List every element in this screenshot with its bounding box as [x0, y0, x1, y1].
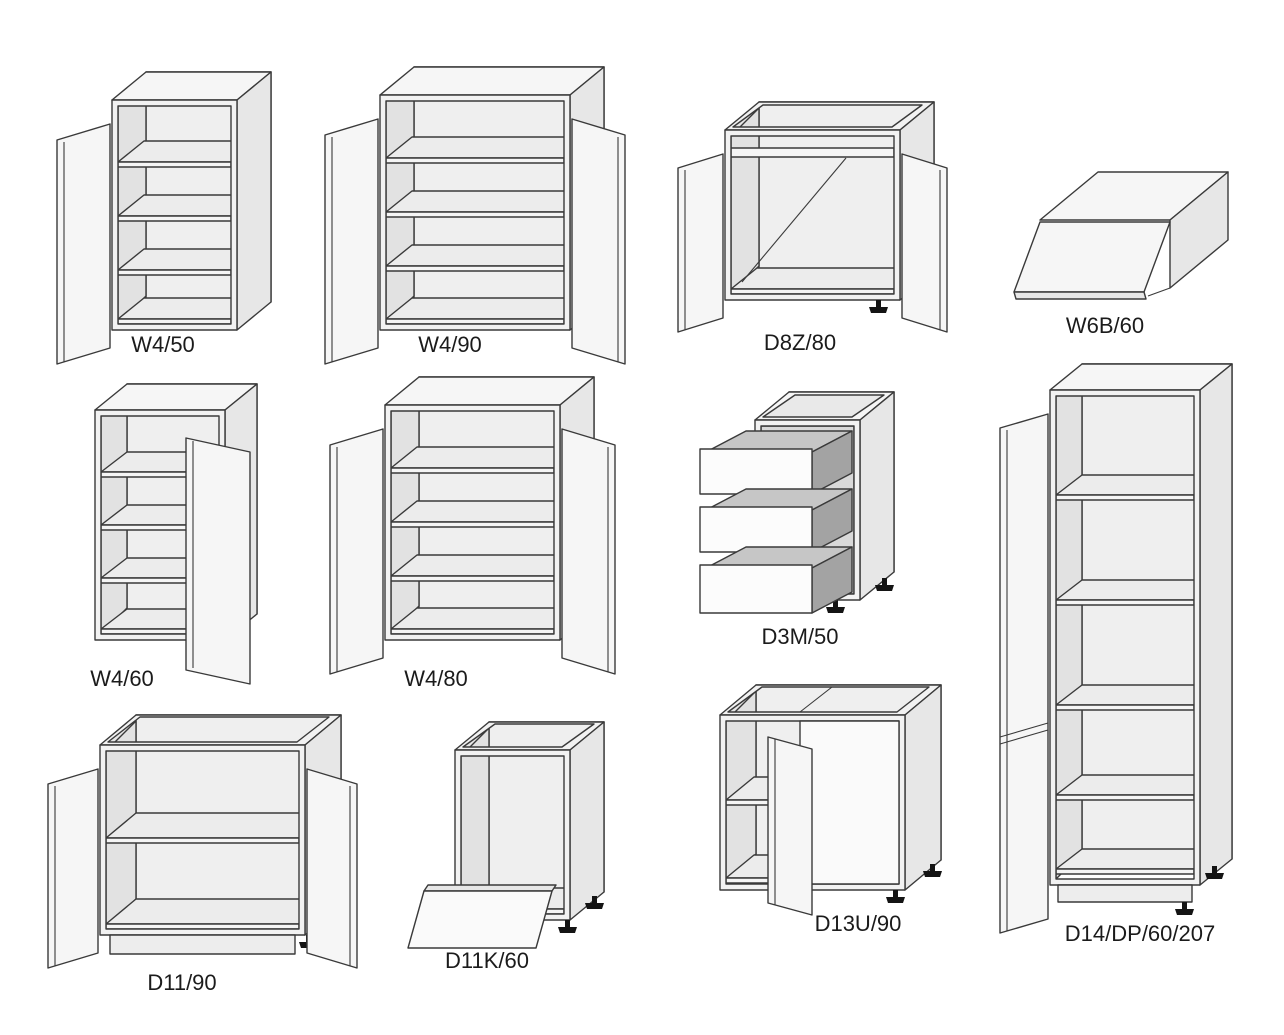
cabinet-w4-80: W4/80: [329, 376, 616, 691]
cabinet-d3m-50: D3M/50: [699, 391, 895, 649]
cabinet-d11-90-door-right: [306, 768, 358, 969]
cabinet-d11k-60-carcass: [454, 721, 605, 921]
cabinet-w4-90: W4/90: [324, 66, 626, 365]
cabinet-d13u-90-label: D13U/90: [815, 911, 902, 936]
cabinet-d14-dp-60-207: D14/DP/60/207: [999, 363, 1233, 946]
cabinet-d13u-90-blind-panel: [799, 720, 900, 885]
cabinet-d11k-60-label: D11K/60: [445, 948, 529, 973]
cabinet-d8z-80: D8Z/80: [677, 101, 948, 355]
cabinet-w6b-60: W6B/60: [1013, 171, 1229, 338]
cabinet-w6b-60-label: W6B/60: [1066, 313, 1144, 338]
cabinet-w4-80-door-right: [561, 428, 616, 675]
cabinet-w4-90-door-right: [571, 118, 626, 365]
cabinet-d11-90: D11/90: [47, 714, 358, 995]
cabinet-w4-90-carcass: [379, 66, 605, 331]
cabinet-d13u-90-carcass: [719, 684, 942, 891]
cabinet-d3m-50-drawer-2: [699, 488, 853, 553]
cabinet-d14-door: [999, 413, 1049, 934]
cabinet-d11k-60-front-panel: [407, 884, 557, 949]
cabinet-w4-60-label: W4/60: [90, 666, 154, 691]
cabinet-w4-60-door: [185, 437, 251, 685]
cabinet-w4-50-door: [56, 123, 111, 365]
cabinet-w4-50: W4/50: [56, 71, 272, 365]
cabinet-d13u-90-feet: [886, 864, 942, 903]
cabinet-w6b-60-flap-door: [1013, 221, 1171, 300]
cabinet-w4-50-label: W4/50: [131, 332, 195, 357]
cabinet-w6b-60-side: [1169, 171, 1229, 289]
cabinet-d11-90-carcass: [99, 714, 342, 955]
cabinet-d3m-50-drawer-3: [699, 546, 853, 614]
sink-rail: [730, 147, 895, 158]
cabinet-w4-80-door-left: [329, 428, 384, 675]
cabinet-d8z-80-label: D8Z/80: [764, 330, 836, 355]
cabinet-d3m-50-feet: [826, 578, 894, 613]
cabinet-d3m-50-label: D3M/50: [761, 624, 838, 649]
cabinet-d11k-60: D11K/60: [407, 721, 605, 973]
cabinet-d14-feet: [1175, 866, 1224, 915]
cabinet-d14-carcass: [1049, 363, 1233, 903]
cabinet-d13u-90-door: [767, 736, 813, 916]
cabinet-w4-60: W4/60: [90, 383, 258, 691]
sink-diagonal-mark: [741, 157, 847, 283]
cabinet-d3m-50-drawer-1: [699, 430, 853, 495]
cabinet-w4-90-door-left: [324, 118, 379, 365]
cabinet-d8z-80-door-right: [901, 153, 948, 333]
cabinet-d11k-60-feet: [558, 896, 604, 933]
cabinet-d11-90-label: D11/90: [147, 970, 216, 995]
cabinet-w4-80-label: W4/80: [404, 666, 468, 691]
cabinet-w4-90-label: W4/90: [418, 332, 482, 357]
cabinet-d8z-80-door-left: [677, 153, 724, 333]
cabinet-d14-label: D14/DP/60/207: [1065, 921, 1215, 946]
cabinet-d13u-90: D13U/90: [719, 684, 942, 936]
cabinet-d11-90-door-left: [47, 768, 99, 969]
cabinet-w4-50-carcass: [111, 71, 272, 331]
